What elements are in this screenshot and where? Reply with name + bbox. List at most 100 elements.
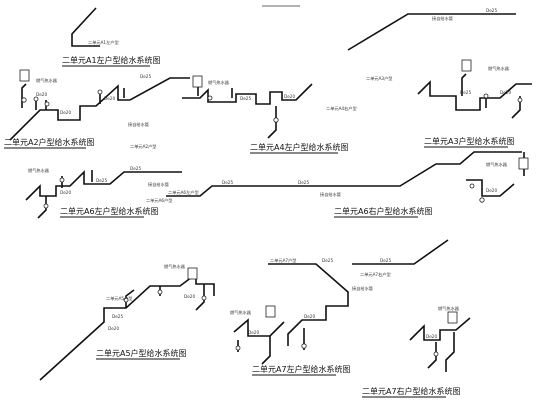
- diagram-title: 二单元A3户型给水系统图: [424, 136, 515, 146]
- pipe-run: [166, 151, 522, 197]
- pipe-size-label: De20: [184, 294, 195, 299]
- pipe-size-label: De25: [298, 180, 309, 185]
- pipe-size-label: De20: [60, 110, 71, 115]
- pipe-size-label: De20: [248, 330, 259, 335]
- diagram-a7-right: De25 De20 二单元A7右户型 燃气热水器 二单元A7右户型给水系统图: [352, 239, 471, 398]
- valve-icon: [123, 297, 129, 303]
- water-heater-icon: [518, 157, 529, 170]
- note-label: 二单元A6左户型: [168, 189, 199, 196]
- pipe-run: [39, 272, 215, 381]
- faucet-icon: [517, 97, 523, 103]
- diagram-a6-right: De25 De25 De20 二单元A6左户型 接自给水管 燃气热水器 二单元A…: [166, 151, 529, 218]
- valve-icon: [33, 96, 39, 102]
- note-label: 燃气热水器: [488, 65, 510, 72]
- pipe-size-label: De25: [112, 314, 123, 319]
- diagram-title: 二单元A2户型给水系统图: [4, 137, 95, 147]
- note-label: 二单元A4右户型: [326, 105, 357, 112]
- pipe-size-label: De25: [140, 74, 151, 79]
- pipe-size-label: De25: [380, 258, 391, 263]
- pipe-run: [25, 170, 182, 201]
- note-label: 接自给水管: [352, 285, 373, 292]
- pipe-size-label: De20: [108, 326, 119, 331]
- pipe-run: [182, 83, 313, 105]
- note-label: 接自给水管: [320, 191, 341, 198]
- note-label: 燃气热水器: [36, 77, 58, 84]
- note-label: 二单元A5户型: [106, 295, 132, 302]
- note-label: 二单元A6户型: [146, 197, 172, 204]
- pipe-run: [417, 80, 532, 111]
- pipe-size-label: De20: [60, 190, 71, 195]
- diagram-title: 二单元A1左户型给水系统图: [62, 55, 161, 65]
- faucet-icon: [59, 177, 65, 183]
- valve-icon: [43, 203, 49, 209]
- diagram-a3: De25 De25 De20 接自给水管 二单元A3户型 燃气热水器 二单元A3…: [347, 8, 532, 148]
- diagram-a4: De25 De20 燃气热水器 二单元A4右户型 二单元A4左户型给水系统图: [182, 75, 357, 154]
- faucet-icon: [44, 101, 50, 107]
- pipe-size-label: De20: [36, 92, 47, 97]
- pipe-run: [9, 77, 190, 141]
- pipe-size-label: De20: [284, 94, 295, 99]
- valve-icon: [235, 345, 241, 351]
- pipe-run: [352, 239, 471, 369]
- diagram-title: 二单元A6右户型给水系统图: [334, 206, 433, 216]
- note-label: 燃气热水器: [486, 161, 508, 168]
- valve-icon: [483, 93, 489, 99]
- note-label: 燃气热水器: [164, 263, 186, 270]
- note-label: 燃气热水器: [230, 309, 252, 316]
- pipe-size-label: De20: [104, 96, 115, 101]
- note-label: 燃气热水器: [28, 167, 50, 174]
- pipe-size-label: De25: [222, 180, 233, 185]
- faucet-icon: [301, 343, 307, 349]
- note-label: 二单元A7户型: [270, 257, 296, 264]
- valve-icon: [469, 183, 475, 189]
- faucet-icon: [273, 117, 279, 123]
- pipe-branch: [461, 73, 521, 119]
- water-heater-icon: [447, 311, 458, 324]
- pipe-size-label: De20: [304, 314, 315, 319]
- pipe-size-label: De25: [460, 90, 471, 95]
- water-heater-icon: [265, 305, 276, 318]
- diagram-a7-left: De25 De20 De20 二单元A7户型 燃气热水器 接自给水管 二单元A7…: [230, 257, 373, 376]
- pipe-size-label: De20: [500, 90, 511, 95]
- pipe-size-label: De25: [96, 178, 107, 183]
- pipe-size-label: De20: [426, 334, 437, 339]
- water-heater-icon: [187, 267, 198, 280]
- pipe-branch: [197, 84, 277, 139]
- note-label: 接自给水管: [128, 121, 149, 128]
- pipe-size-label: De25: [486, 8, 497, 13]
- valve-icon: [21, 97, 27, 103]
- water-heater-icon: [461, 59, 472, 72]
- faucet-icon: [479, 197, 485, 203]
- diagram-a2: De25 De20 De20 De20 二单元A2户型 燃气热水器 接自给水管 …: [4, 69, 190, 150]
- pipe-size-label: De20: [486, 188, 497, 193]
- pipe-size-label: De25: [240, 96, 251, 101]
- faucet-icon: [201, 295, 207, 301]
- faucet-icon: [97, 89, 103, 95]
- pipe-run: [233, 263, 349, 346]
- diagram-title: 二单元A6左户型给水系统图: [60, 206, 159, 216]
- note-label: 燃气热水器: [208, 79, 230, 86]
- diagram-title: 二单元A7左户型给水系统图: [252, 364, 351, 374]
- diagram-a1: 二单元A1左户型 二单元A1左户型给水系统图: [62, 7, 161, 67]
- faucet-icon: [433, 351, 439, 357]
- note-label: 二单元A3户型: [366, 75, 392, 82]
- valve-icon: [207, 95, 213, 101]
- water-heater-icon: [19, 69, 30, 82]
- diagram-title: 二单元A4左户型给水系统图: [250, 142, 349, 152]
- diagram-a5: De25 De20 De20 燃气热水器 二单元A5户型 二单元A5户型给水系统…: [39, 263, 215, 381]
- pipe-branch: [445, 332, 455, 372]
- faucet-icon: [157, 289, 163, 295]
- note-label: 接自给水管: [432, 15, 453, 22]
- note-label: 燃气热水器: [438, 305, 460, 312]
- water-heater-icon: [192, 75, 203, 88]
- pipe-run: [347, 13, 516, 51]
- pipe-run: [71, 7, 100, 47]
- diagram-a6-left: De25 De20 De25 燃气热水器 接自给水管 二单元A6户型 二单元A6…: [25, 166, 182, 219]
- note-label: 二单元A7右户型: [360, 271, 391, 278]
- note-label: 接自给水管: [148, 181, 169, 188]
- note-label: 二单元A1左户型: [88, 39, 119, 46]
- pipe-size-label: De25: [130, 166, 141, 171]
- diagram-title: 二单元A5户型给水系统图: [96, 348, 187, 358]
